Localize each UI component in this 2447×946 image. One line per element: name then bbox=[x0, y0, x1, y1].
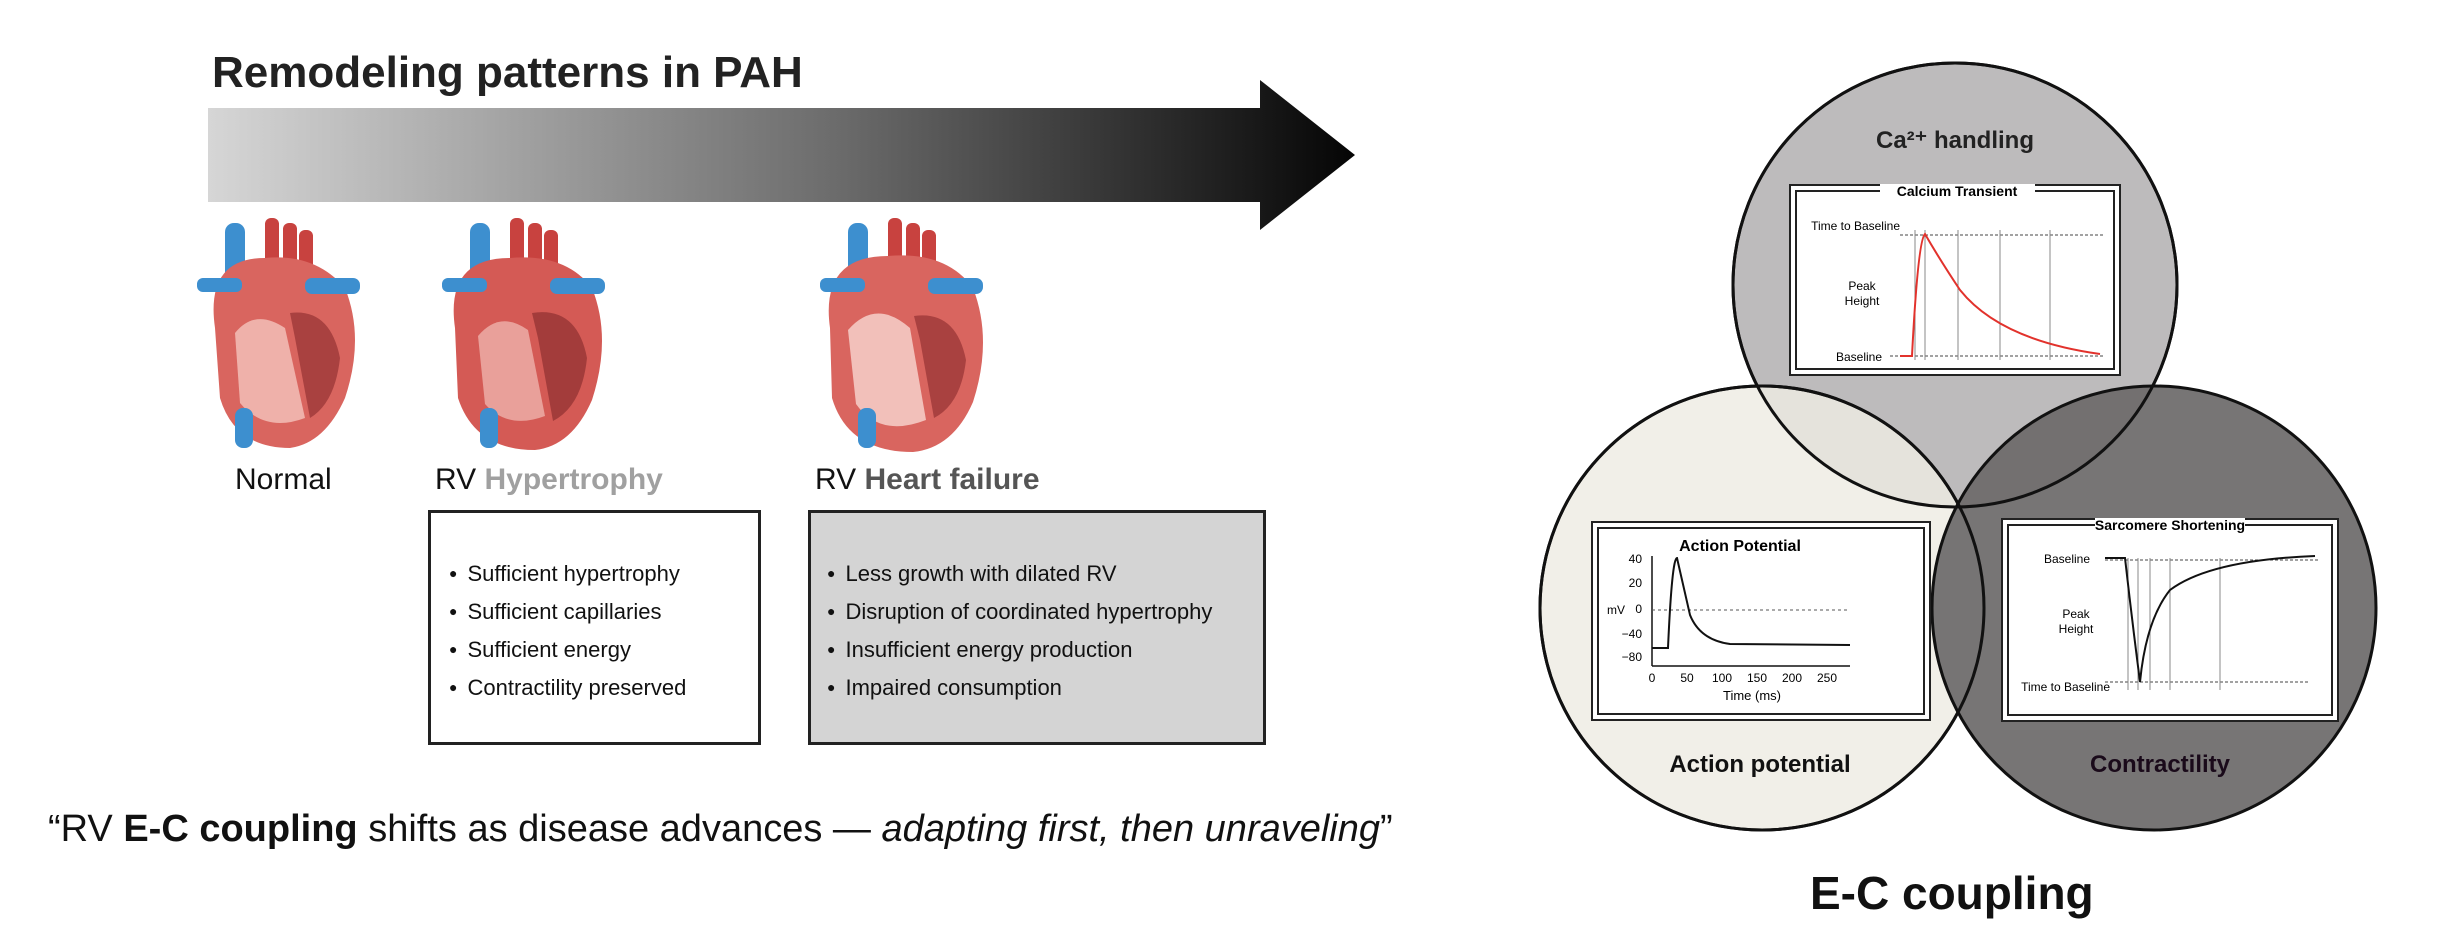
calcium-peak-label-2: Height bbox=[1845, 294, 1880, 308]
calcium-baseline-label: Baseline bbox=[1836, 350, 1882, 364]
ap-ytick: 0 bbox=[1635, 602, 1642, 616]
stage-hypertrophy-emph: Hypertrophy bbox=[484, 463, 663, 496]
ec-coupling-title: E-C coupling bbox=[1810, 867, 2094, 919]
sarcomere-time-label: Time to Baseline bbox=[2021, 680, 2110, 694]
stage-failure-emph: Heart failure bbox=[864, 463, 1040, 496]
list-item: Sufficient energy bbox=[449, 637, 758, 663]
calcium-transient-panel: Calcium Transient Time to Baseline Peak … bbox=[1789, 183, 2121, 376]
list-item: Contractility preserved bbox=[449, 675, 758, 701]
progression-arrow bbox=[208, 80, 1355, 230]
list-item: Impaired consumption bbox=[827, 675, 1263, 701]
calcium-peak-label-1: Peak bbox=[1848, 279, 1876, 293]
ap-xtick: 0 bbox=[1649, 671, 1656, 685]
ap-xtick: 250 bbox=[1817, 671, 1837, 685]
list-item: Sufficient capillaries bbox=[449, 599, 758, 625]
calcium-panel-title: Calcium Transient bbox=[1897, 183, 2018, 199]
heart-failure-heart-icon bbox=[820, 218, 983, 452]
ap-y-unit: mV bbox=[1607, 603, 1625, 617]
quote-close: ” bbox=[1380, 808, 1393, 850]
quote-open: “RV bbox=[48, 808, 124, 850]
stage-label-normal: Normal bbox=[235, 463, 332, 497]
sarcomere-peak-label-2: Height bbox=[2059, 622, 2094, 636]
stage-label-heart-failure: RV Heart failure bbox=[815, 463, 1040, 497]
venn-label-contractility: Contractility bbox=[2090, 751, 2231, 778]
quote-italic: adapting first, then unraveling bbox=[881, 808, 1381, 850]
sarcomere-shortening-panel: Sarcomere Shortening Baseline Peak Heigh… bbox=[2001, 517, 2339, 722]
ec-coupling-venn-diagram: Calcium Transient Time to Baseline Peak … bbox=[1538, 61, 2378, 832]
ap-xtick: 100 bbox=[1712, 671, 1732, 685]
ap-xtick: 50 bbox=[1680, 671, 1694, 685]
venn-label-calcium: Ca²⁺ handling bbox=[1876, 127, 2034, 154]
list-item: Sufficient hypertrophy bbox=[449, 561, 758, 587]
ap-ytick: 20 bbox=[1629, 576, 1643, 590]
ap-x-label: Time (ms) bbox=[1723, 688, 1781, 703]
venn-label-action-potential: Action potential bbox=[1669, 751, 1850, 778]
hypertrophy-heart-icon bbox=[442, 218, 605, 450]
stage-failure-prefix: RV bbox=[815, 463, 865, 496]
stage-hypertrophy-prefix: RV bbox=[435, 463, 485, 496]
ap-panel-title: Action Potential bbox=[1679, 538, 1801, 555]
stage-label-hypertrophy: RV Hypertrophy bbox=[435, 463, 663, 497]
action-potential-panel: Action Potential 40 20 0 −40 −80 mV 0 50… bbox=[1591, 521, 1931, 721]
sarcomere-panel-title: Sarcomere Shortening bbox=[2095, 517, 2245, 533]
ap-ytick: −80 bbox=[1622, 650, 1643, 664]
sarcomere-baseline-label: Baseline bbox=[2044, 552, 2090, 566]
list-item: Disruption of coordinated hypertrophy bbox=[827, 599, 1263, 625]
list-item: Insufficient energy production bbox=[827, 637, 1263, 663]
calcium-time-label: Time to Baseline bbox=[1811, 219, 1900, 233]
heart-failure-features-box: Less growth with dilated RV Disruption o… bbox=[808, 510, 1266, 745]
stage-normal-text: Normal bbox=[235, 463, 332, 496]
quote-bold: E-C coupling bbox=[123, 808, 358, 850]
sarcomere-peak-label-1: Peak bbox=[2062, 607, 2090, 621]
ap-ytick: 40 bbox=[1629, 552, 1643, 566]
list-item: Less growth with dilated RV bbox=[827, 561, 1263, 587]
page-title: Remodeling patterns in PAH bbox=[212, 48, 803, 97]
normal-heart-icon bbox=[197, 218, 360, 448]
ap-xtick: 200 bbox=[1782, 671, 1802, 685]
ap-xtick: 150 bbox=[1747, 671, 1767, 685]
ap-ytick: −40 bbox=[1622, 627, 1643, 641]
hypertrophy-features-box: Sufficient hypertrophy Sufficient capill… bbox=[428, 510, 761, 745]
quote-mid: shifts as disease advances — bbox=[357, 808, 882, 850]
summary-quote: “RV E-C coupling shifts as disease advan… bbox=[48, 808, 1393, 851]
